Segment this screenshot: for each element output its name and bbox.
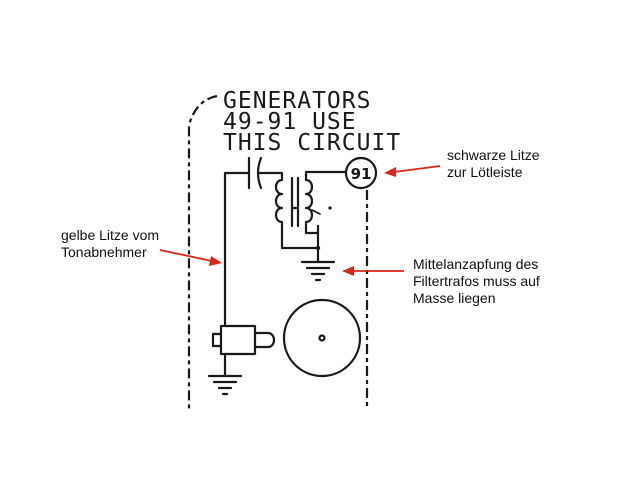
terminal-91: 91	[344, 156, 378, 190]
ground-symbol-connector	[207, 374, 243, 396]
note-center-tap-line-1: Mittelanzapfung des	[413, 256, 538, 272]
note-center-tap: Mittelanzapfung des Filtertrafos muss au…	[413, 256, 540, 306]
note-black-wire-line-1: schwarze Litze	[447, 147, 540, 163]
transformer-symbol	[274, 170, 348, 264]
arrow-center-tap	[342, 266, 404, 276]
note-yellow-wire: gelbe Litze vom Tonabnehmer	[61, 227, 159, 260]
capacitor-symbol	[223, 156, 284, 190]
header-line-3: THIS CIRCUIT	[223, 130, 401, 156]
box-outline-left	[187, 94, 218, 410]
arrow-yellow-wire	[159, 249, 222, 266]
note-black-wire-line-2: zur Lötleiste	[447, 164, 523, 180]
arrow-black-wire	[384, 165, 441, 177]
ground-symbol-transformer	[300, 260, 336, 282]
note-black-wire: schwarze Litze zur Lötleiste	[447, 147, 540, 180]
note-center-tap-line-2: Filtertrafos muss auf	[413, 273, 540, 289]
connector-symbol	[211, 324, 276, 378]
note-yellow-wire-line-2: Tonabnehmer	[61, 244, 147, 260]
header-line-1: GENERATORS	[223, 88, 371, 114]
tone-wheel	[282, 298, 362, 378]
terminal-number: 91	[351, 165, 372, 183]
note-yellow-wire-line-1: gelbe Litze vom	[61, 227, 159, 243]
note-center-tap-line-3: Masse liegen	[413, 290, 496, 306]
header-line-2: 49-91 USE	[223, 109, 357, 135]
